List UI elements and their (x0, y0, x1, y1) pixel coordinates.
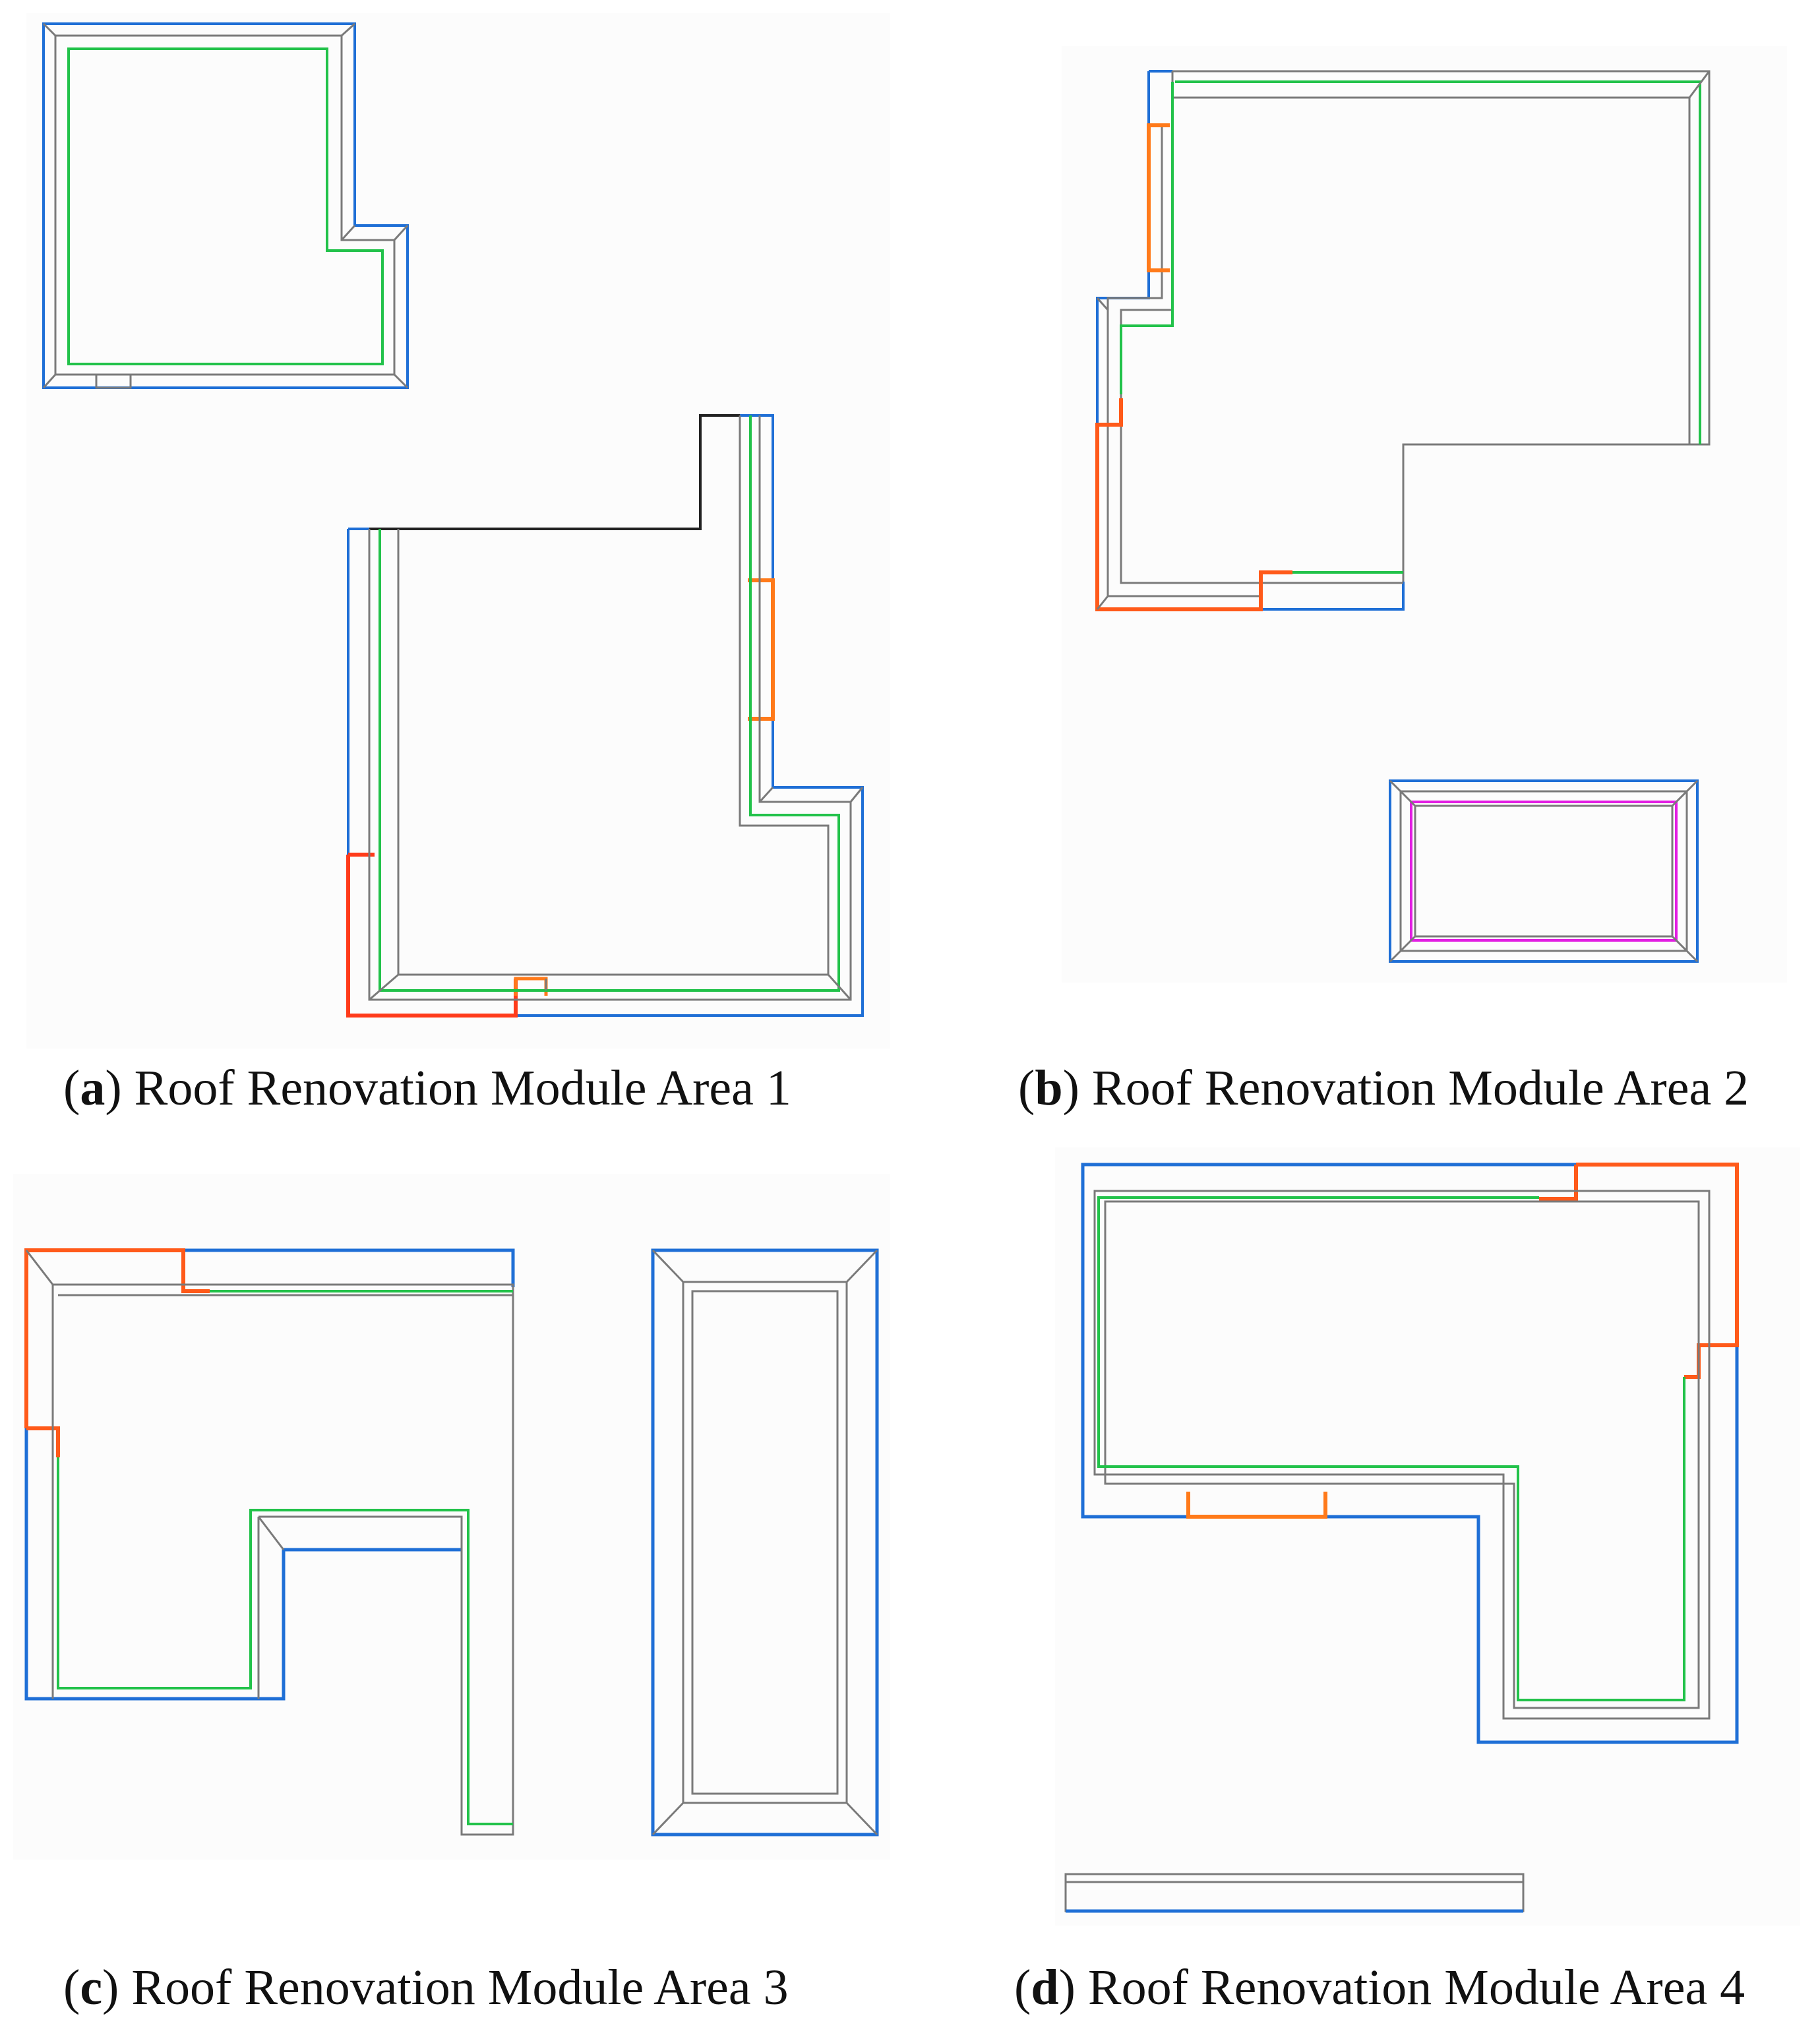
caption-b-letter: b (1035, 1060, 1063, 1116)
panel-d-background (1055, 1147, 1800, 1926)
roof-c2-gray (682, 1281, 848, 1804)
roof-b1-blue (1096, 70, 1405, 611)
roof-a2-blue-right (516, 414, 864, 1017)
caption-a-label: Roof Renovation Module Area 1 (134, 1060, 791, 1116)
panel-b-plans (1095, 70, 1711, 963)
caption-b: (b) Roof Renovation Module Area 2 (1018, 1060, 1749, 1116)
roof-a1-outer-blue (42, 22, 409, 389)
roof-b1 (1095, 70, 1711, 611)
roof-b1-inner-gray (1172, 96, 1691, 444)
panel-d-plans (1064, 1163, 1739, 1913)
roof-b1-green (1120, 80, 1701, 574)
roof-b1-corner-lines (1096, 71, 1711, 610)
roof-a2-inner-gray (368, 415, 852, 1001)
roof-d2 (1064, 1873, 1525, 1913)
roof-c1-blue (24, 1248, 515, 1701)
roof-a2-orange-bottom (514, 977, 548, 996)
roof-c1-orange-red (24, 1248, 210, 1457)
roof-b1-red-orange (1095, 398, 1292, 611)
roof-c2-gray-inner (691, 1290, 839, 1795)
panel-b-background (1062, 46, 1787, 983)
roof-a2-inner-gray-2 (397, 415, 830, 976)
roof-c2-blue (651, 1248, 879, 1837)
roof-b2-magenta (1410, 801, 1678, 942)
caption-d: (d) Roof Renovation Module Area 4 (1014, 1960, 1745, 2015)
caption-d-letter: d (1031, 1960, 1059, 2015)
caption-c-label: Roof Renovation Module Area 3 (131, 1960, 789, 2015)
roof-a1-drain (95, 373, 132, 389)
roof-c1-gray-inner (58, 1294, 513, 1835)
roof-b1-gray-left (1107, 71, 1403, 597)
roof-c2 (651, 1248, 879, 1837)
roof-d1-green (1097, 1196, 1685, 1701)
roof-a1-green (67, 47, 384, 365)
caption-a-letter: a (80, 1060, 106, 1116)
roof-c1-green (57, 1290, 513, 1825)
roof-c1 (24, 1248, 515, 1836)
roof-c2-corner-lines (652, 1249, 878, 1836)
roof-d1 (1081, 1163, 1739, 1744)
roof-d2-gray (1064, 1873, 1525, 1912)
roof-a1-corner-lines (42, 22, 409, 389)
roof-a1-inner-gray (54, 34, 396, 376)
panel-a-background (26, 13, 890, 1049)
caption-c: (c) Roof Renovation Module Area 3 (63, 1960, 789, 2015)
roof-b2-blue (1389, 779, 1699, 963)
caption-c-letter: c (80, 1960, 103, 2015)
panel-c-plans (24, 1248, 879, 1837)
roof-b2-corner-lines (1389, 779, 1699, 963)
roof-c1-corner-lines (25, 1250, 285, 1550)
roof-a2-green (379, 415, 840, 992)
roof-d1-red-orange (1539, 1163, 1739, 1379)
roof-a1 (42, 22, 409, 389)
roof-a2-dark-edge (369, 414, 740, 530)
roof-b1-outer-gray (1172, 70, 1711, 582)
roof-d1-gray-outer (1093, 1190, 1711, 1720)
roof-d1-blue (1081, 1163, 1739, 1744)
roof-d1-gray-inner (1104, 1200, 1700, 1709)
roof-b2-gray-inner (1414, 805, 1674, 938)
caption-a: (a) Roof Renovation Module Area 1 (63, 1060, 791, 1116)
panel-a-plans (42, 22, 864, 1018)
roof-a2 (346, 414, 864, 1018)
roof-b1-green-left (1121, 82, 1174, 327)
roof-b1-orange-left (1147, 123, 1170, 272)
roof-a2-blue-left (347, 528, 369, 855)
roof-b2-gray (1399, 790, 1688, 952)
roof-b2 (1389, 779, 1699, 963)
caption-d-label: Roof Renovation Module Area 4 (1087, 1960, 1745, 2015)
roof-d1-orange (1186, 1492, 1327, 1519)
caption-b-label: Roof Renovation Module Area 2 (1091, 1060, 1749, 1116)
roof-a2-corner-lines (369, 786, 864, 1001)
